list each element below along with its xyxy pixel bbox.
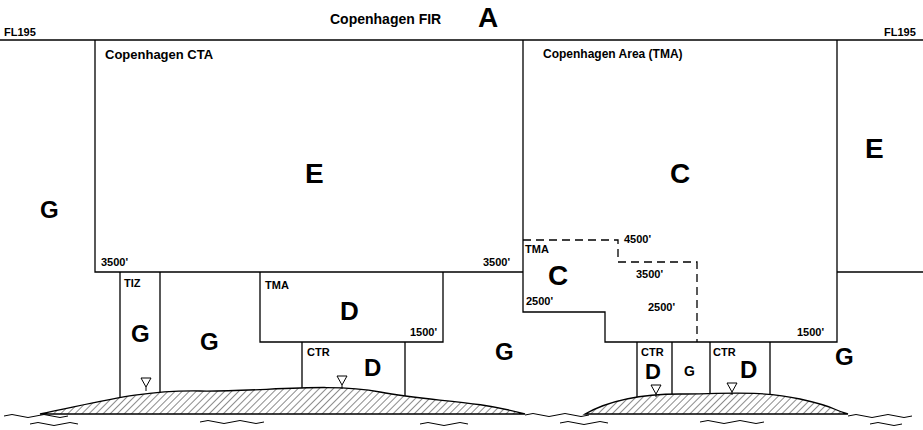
region-name: TMA bbox=[525, 244, 549, 255]
aerodrome-symbol bbox=[651, 385, 661, 397]
airspace-label: G bbox=[40, 198, 59, 222]
airspace-class: C bbox=[670, 160, 690, 188]
aerodrome-symbol bbox=[141, 378, 151, 391]
altitude-limit: 3500' bbox=[483, 257, 510, 268]
airspace-label: A bbox=[478, 4, 498, 32]
wave bbox=[848, 415, 912, 418]
fl195-line bbox=[0, 39, 923, 40]
altitude-limit: 3500' bbox=[101, 257, 128, 268]
airspace-label: G bbox=[684, 364, 695, 378]
region-name: CTR bbox=[641, 347, 664, 358]
wave bbox=[700, 421, 764, 424]
airspace-region: TIZ G bbox=[120, 272, 160, 390]
land-ground bbox=[585, 393, 848, 414]
aerodrome-symbol bbox=[727, 383, 737, 395]
wave bbox=[4, 415, 68, 418]
airspace-label: G bbox=[200, 330, 219, 354]
airspace-label: G bbox=[835, 345, 854, 369]
altitude-limit: 2500' bbox=[648, 302, 675, 313]
airspace-label: FL195 bbox=[4, 27, 36, 38]
terrain bbox=[40, 388, 848, 414]
cta-lower-limit bbox=[837, 271, 923, 272]
airspace-class: E bbox=[305, 160, 324, 188]
airspace-class: D bbox=[340, 298, 359, 324]
airspace-region: CTR D bbox=[637, 342, 672, 392]
airspace-label: Copenhagen FIR bbox=[330, 12, 441, 26]
tma-dashed-limit bbox=[523, 240, 697, 342]
region-name: Copenhagen CTA bbox=[105, 48, 213, 61]
aerodrome-symbol bbox=[337, 376, 347, 389]
region-name: TMA bbox=[265, 280, 289, 291]
region-name: CTR bbox=[307, 347, 330, 358]
altitude-limit: 3500' bbox=[636, 269, 663, 280]
airspace-class: G bbox=[131, 322, 150, 346]
region-name: Copenhagen Area (TMA) bbox=[543, 48, 683, 60]
tma-outline bbox=[260, 272, 443, 342]
wave bbox=[420, 423, 468, 426]
airspace-region: CTR D bbox=[710, 342, 770, 392]
airspace-class: D bbox=[645, 361, 661, 383]
tiz-outline bbox=[120, 272, 160, 405]
aerodrome-symbols bbox=[141, 376, 737, 397]
wave bbox=[870, 423, 902, 426]
airspace-region: Copenhagen CTA E bbox=[95, 40, 523, 272]
region-name: TIZ bbox=[124, 278, 141, 289]
wave bbox=[30, 423, 78, 426]
wave bbox=[525, 414, 589, 417]
airspace-class: D bbox=[364, 356, 381, 380]
airspace-class: D bbox=[740, 358, 757, 382]
land-ground bbox=[40, 388, 525, 414]
wave bbox=[200, 421, 264, 424]
airspace-label: G bbox=[495, 340, 514, 364]
cta-outline bbox=[95, 40, 523, 272]
region-name: CTR bbox=[713, 347, 736, 358]
airspace-label: FL195 bbox=[884, 27, 916, 38]
altitude-limit: 4500' bbox=[624, 234, 651, 245]
altitude-limit: 2500' bbox=[526, 296, 553, 307]
airspace-region: Copenhagen Area (TMA) C TMA C bbox=[523, 40, 837, 342]
airspace-label: E bbox=[865, 135, 884, 163]
airspace-region: CTR D bbox=[302, 342, 405, 390]
wave bbox=[560, 422, 608, 425]
airspace-class: C bbox=[548, 262, 568, 290]
airspace-region: TMA C bbox=[523, 240, 697, 342]
land-hatch bbox=[585, 393, 848, 414]
water-waves bbox=[4, 414, 912, 426]
altitude-limit: 1500' bbox=[797, 327, 824, 338]
tma-outline bbox=[523, 40, 837, 342]
land-hatch bbox=[40, 388, 525, 414]
altitude-limit: 1500' bbox=[410, 327, 437, 338]
